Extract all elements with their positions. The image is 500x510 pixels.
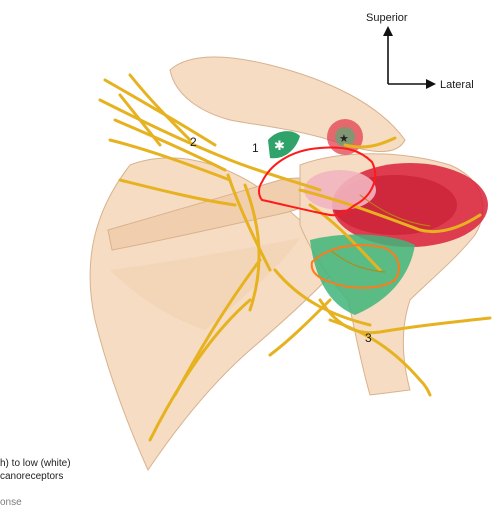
legend-line-1: h) to low (white)	[0, 458, 71, 469]
nerves	[98, 73, 492, 442]
green-region-upper	[268, 131, 300, 159]
nerve-number-2: 2	[190, 135, 197, 149]
red-annotation-outline	[258, 146, 377, 217]
legend-line-3: onse	[0, 497, 22, 508]
nerve-number-1: 1	[252, 141, 259, 155]
asterisk-marker-2: ★	[339, 132, 349, 145]
superior-label: Superior	[366, 12, 408, 24]
asterisk-marker-1: ✱	[274, 139, 285, 154]
nerve-trunk-upper	[98, 98, 322, 192]
scapula	[89, 157, 341, 472]
orange-annotation-outline	[310, 244, 400, 289]
lateral-label: Lateral	[440, 79, 474, 91]
nerves-dark	[329, 194, 431, 273]
orientation-compass: Superior Lateral	[366, 12, 474, 91]
capsule-red-region	[304, 163, 488, 247]
legend-line-2: canoreceptors	[0, 471, 64, 482]
infraspinous-shading	[110, 238, 300, 330]
nerve-number-3: 3	[365, 331, 372, 345]
